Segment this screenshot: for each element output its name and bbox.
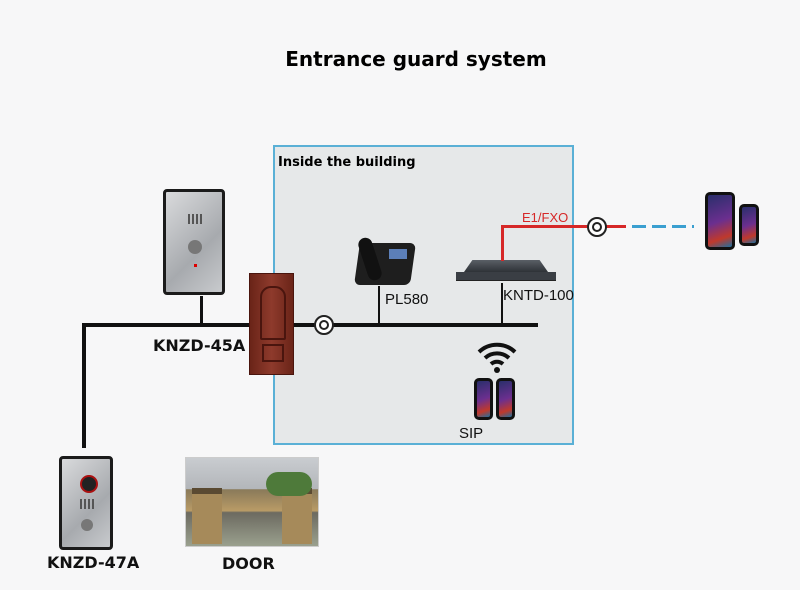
rack-gateway-icon [456,260,556,284]
door-intercom-camera-icon [59,456,113,550]
trunk-coupler-icon [587,217,607,237]
desk-ip-phone-icon [335,235,416,290]
network-drop-pl580 [378,286,380,326]
label-sip: SIP [459,425,484,442]
label-door: DOOR [222,554,275,573]
wifi-icon [475,338,519,374]
network-bus [82,323,538,327]
wireless-link-dashed [632,225,694,228]
network-drop-kntd [501,283,503,326]
sip-smartphones-icon [474,378,516,420]
building-label: Inside the building [278,155,416,170]
intercom-knzd-47a [59,456,115,550]
label-e1-fxo: E1/FXO [522,210,569,225]
label-kntd-100: KNTD-100 [503,287,574,304]
label-pl580: PL580 [385,291,429,308]
door-icon [249,273,294,375]
gate-photo [185,457,319,547]
network-coupler-icon [314,315,334,335]
label-knzd-45a: KNZD-45A [153,336,246,355]
external-smartphones-icon [705,192,760,252]
intercom-knzd-45a [163,189,228,295]
network-drop-47a [82,323,86,448]
diagram-title: Entrance guard system [285,47,547,71]
door-intercom-icon [163,189,225,295]
network-drop-45a [200,296,203,326]
trunk-line-horizontal [501,225,626,228]
building-zone [273,145,574,445]
trunk-line-vertical [501,225,504,261]
label-knzd-47a: KNZD-47A [47,553,140,572]
